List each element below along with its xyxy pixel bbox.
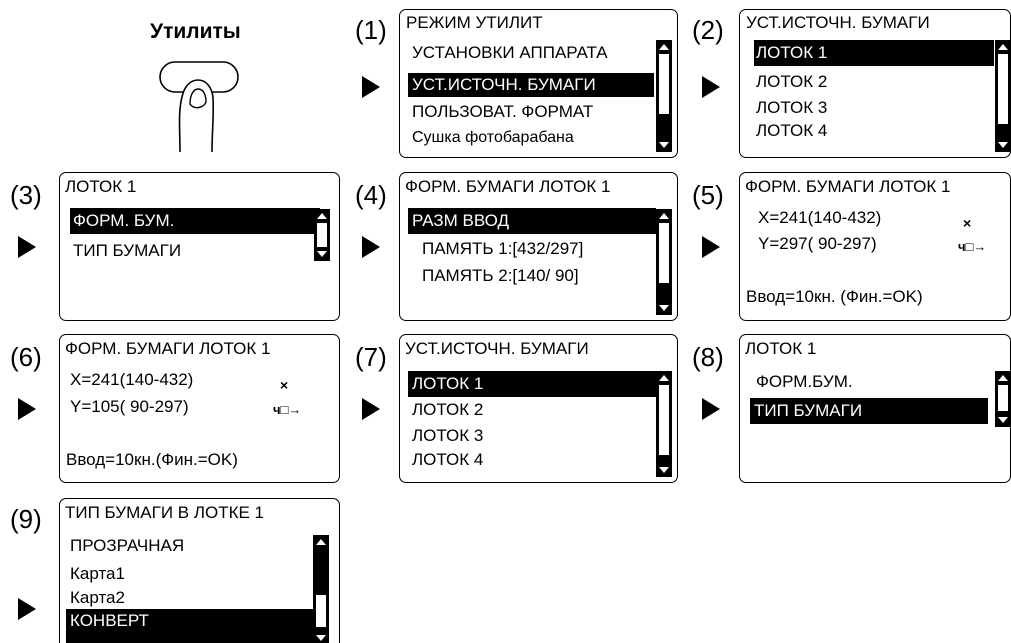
scrollbar-icon[interactable] (656, 371, 672, 477)
panel-title: ФОРМ. БУМАГИ ЛОТОК 1 (745, 177, 951, 196)
x-mark-icon: × (280, 377, 289, 393)
panel-title: ТИП БУМАГИ В ЛОТКЕ 1 (65, 503, 265, 522)
menu-item[interactable]: ТИП БУМАГИ (73, 241, 182, 260)
menu-item-selected[interactable]: ЛОТОК 1 (756, 43, 828, 62)
scrollbar-icon[interactable] (995, 371, 1010, 427)
arrow-right-icon (362, 236, 380, 258)
step-8-number: (8) (692, 342, 724, 372)
finger-press-icon (159, 61, 239, 153)
selection-bar (754, 40, 994, 66)
selection-bar (408, 73, 654, 97)
menu-item-selected[interactable]: ФОРМ. БУМ. (73, 211, 175, 230)
step-5-number: (5) (692, 180, 724, 210)
arrow-right-icon (362, 398, 380, 420)
scrollbar-icon[interactable] (314, 209, 330, 261)
arrow-right-icon (362, 76, 380, 98)
menu-item-selected[interactable]: РАЗМ ВВОД (412, 211, 509, 230)
scrollbar-icon[interactable] (656, 40, 672, 152)
menu-item-selected[interactable]: УСТ.ИСТОЧН. БУМАГИ (412, 75, 596, 94)
utilities-button-label: Утилиты (150, 20, 241, 43)
step-7-number: (7) (355, 342, 387, 372)
menu-item-selected[interactable]: КОНВЕРТ (70, 611, 149, 630)
menu-item[interactable]: ЛОТОК 4 (412, 450, 484, 469)
panel-title: ФОРМ. БУМАГИ ЛОТОК 1 (65, 339, 271, 358)
panel-paper-source-back: УСТ.ИСТОЧН. БУМАГИ ЛОТОК 1 ЛОТОК 2 ЛОТОК… (399, 334, 678, 483)
panel-title: ЛОТОК 1 (65, 177, 137, 196)
menu-item[interactable]: ПРОЗРАЧНАЯ (70, 536, 185, 555)
menu-item[interactable]: ЛОТОК 4 (756, 121, 828, 140)
arrow-right-icon (702, 398, 720, 420)
panel-tray-1-type: ЛОТОК 1 ФОРМ.БУМ. ТИП БУМАГИ (739, 334, 1011, 483)
paper-orientation-icon: ч□→ (958, 239, 987, 254)
selection-bar (408, 208, 656, 234)
step-4-number: (4) (355, 180, 387, 210)
menu-item-selected[interactable]: ЛОТОК 1 (412, 374, 484, 393)
panel-paper-size-input: ФОРМ. БУМАГИ ЛОТОК 1 X=241(140-432) Y=29… (739, 172, 1011, 321)
scrollbar-icon[interactable] (313, 535, 329, 643)
panel-paper-type-tray-1: ТИП БУМАГИ В ЛОТКЕ 1 ПРОЗРАЧНАЯ Карта1 К… (59, 498, 340, 643)
footer-hint: Ввод=10кн.(Фин.=OK) (66, 450, 238, 469)
arrow-right-icon (18, 598, 36, 620)
menu-item[interactable]: ЛОТОК 3 (412, 426, 484, 445)
menu-item[interactable]: ПАМЯТЬ 2:[140/ 90] (422, 266, 579, 285)
menu-item[interactable]: ЛОТОК 2 (756, 72, 828, 91)
arrow-right-icon (18, 398, 36, 420)
panel-tray-1: ЛОТОК 1 ФОРМ. БУМ. ТИП БУМАГИ (59, 172, 340, 321)
x-value-field[interactable]: X=241(140-432) (758, 208, 882, 227)
panel-title: ФОРМ. БУМАГИ ЛОТОК 1 (405, 177, 611, 196)
menu-item[interactable]: Карта1 (70, 564, 125, 583)
panel-title: ЛОТОК 1 (745, 339, 817, 358)
selection-bar (70, 208, 320, 234)
selection-bar (408, 371, 656, 397)
y-value-field[interactable]: Y=297( 90-297) (758, 234, 877, 253)
panel-paper-size-input-y: ФОРМ. БУМАГИ ЛОТОК 1 X=241(140-432) Y=10… (59, 334, 340, 483)
step-9-number: (9) (10, 504, 42, 534)
menu-item[interactable]: ПАМЯТЬ 1:[432/297] (422, 239, 584, 258)
panel-title: УСТ.ИСТОЧН. БУМАГИ (405, 339, 589, 358)
menu-item[interactable]: ФОРМ.БУМ. (756, 372, 853, 391)
menu-item[interactable]: УСТАНОВКИ АППАРАТА (412, 43, 608, 62)
x-mark-icon: × (963, 215, 972, 231)
arrow-right-icon (702, 236, 720, 258)
menu-item[interactable]: Карта2 (70, 588, 125, 607)
paper-orientation-icon: ч□→ (273, 402, 302, 417)
scrollbar-icon[interactable] (995, 40, 1010, 152)
arrow-right-icon (702, 76, 720, 98)
selection-bar (750, 398, 988, 424)
panel-utility-mode: РЕЖИМ УТИЛИТ УСТАНОВКИ АППАРАТА УСТ.ИСТО… (399, 9, 678, 158)
step-6-number: (6) (10, 342, 42, 372)
step-2-number: (2) (692, 15, 724, 45)
y-value-field[interactable]: Y=105( 90-297) (70, 397, 189, 416)
menu-item[interactable]: ЛОТОК 3 (756, 98, 828, 117)
step-3-number: (3) (10, 180, 42, 210)
selection-bar (66, 609, 316, 643)
panel-title: УСТ.ИСТОЧН. БУМАГИ (746, 13, 930, 32)
menu-item-selected[interactable]: ТИП БУМАГИ (754, 401, 863, 420)
step-1-number: (1) (355, 15, 387, 45)
x-value-field[interactable]: X=241(140-432) (70, 370, 194, 389)
footer-hint: Ввод=10кн. (Фин.=OK) (746, 287, 923, 306)
menu-item[interactable]: ЛОТОК 2 (412, 400, 484, 419)
panel-paper-size-tray-1: ФОРМ. БУМАГИ ЛОТОК 1 РАЗМ ВВОД ПАМЯТЬ 1:… (399, 172, 678, 321)
panel-title: РЕЖИМ УТИЛИТ (406, 13, 543, 32)
scrollbar-icon[interactable] (656, 209, 672, 315)
menu-item[interactable]: Сушка фотобарабана (412, 129, 574, 146)
panel-paper-source: УСТ.ИСТОЧН. БУМАГИ ЛОТОК 1 ЛОТОК 2 ЛОТОК… (739, 9, 1011, 158)
menu-item[interactable]: ПОЛЬЗОВАТ. ФОРМАТ (412, 102, 594, 121)
arrow-right-icon (18, 236, 36, 258)
